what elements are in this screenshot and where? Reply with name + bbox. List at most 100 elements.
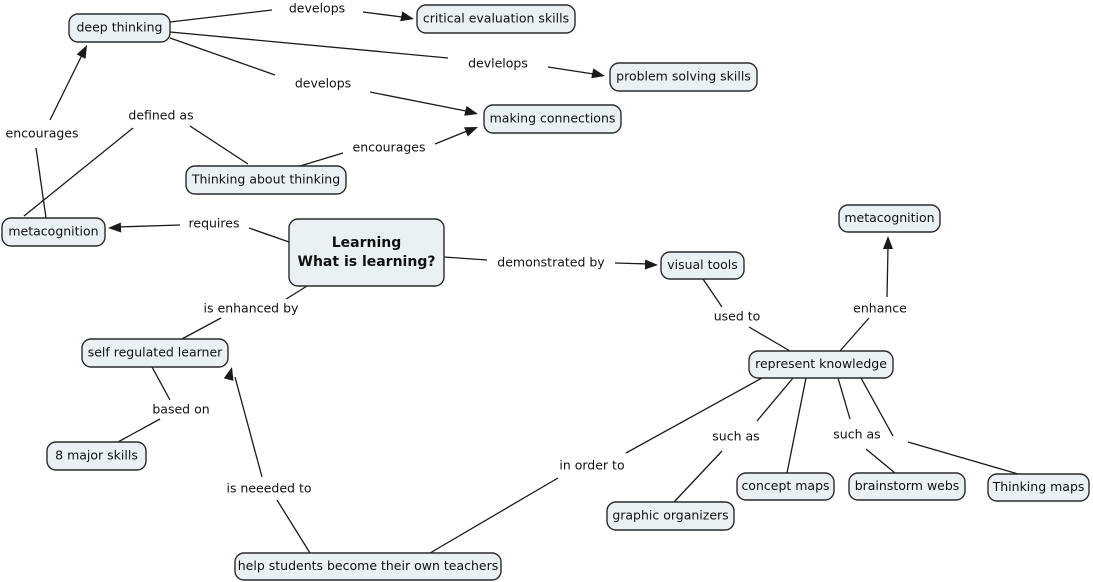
edge-segment [907, 441, 1019, 475]
node-graphic-organizers[interactable]: graphic organizers [606, 501, 735, 531]
edge-label-backdrop [708, 427, 764, 445]
edge-segment [151, 366, 171, 401]
node-box[interactable] [736, 472, 835, 501]
edge-segment [625, 377, 763, 454]
edge-label-backdrop [183, 214, 245, 232]
node-box[interactable] [609, 62, 758, 92]
edge-segment [35, 147, 47, 219]
edge-arrowhead [644, 259, 658, 270]
edge-segment [369, 91, 472, 113]
node-represent-knowledge[interactable]: represent knowledge [748, 350, 894, 379]
node-problem-solving-skills[interactable]: problem solving skills [609, 62, 758, 92]
edge-label: devlelops [468, 56, 528, 71]
node-making-connections[interactable]: making connections [483, 104, 622, 134]
node-visual-tools[interactable]: visual tools [660, 251, 745, 280]
edge-arrowhead [464, 127, 478, 137]
node-box[interactable] [234, 552, 502, 581]
edge-segment [673, 450, 723, 503]
node-box[interactable] [288, 218, 445, 287]
node-box[interactable] [416, 4, 576, 34]
edge-label-backdrop [286, 0, 348, 17]
node-box[interactable] [848, 472, 966, 501]
edge-segment [276, 499, 311, 554]
edge-label-backdrop [497, 253, 605, 271]
node-label: represent knowledge [755, 356, 887, 371]
edge-segment [860, 377, 894, 437]
edge-label: is neeeded to [226, 481, 311, 496]
node-thinking-about-thinking[interactable]: Thinking about thinking [185, 165, 347, 195]
edge-segment [23, 127, 134, 217]
edge-arrowhead [464, 106, 478, 116]
edge-label-backdrop [829, 425, 885, 443]
edge-segment [179, 317, 222, 341]
edge-deep-thinking-to-problem-solving [169, 31, 605, 79]
edge-label: encourages [353, 140, 426, 155]
node-label: making connections [490, 111, 616, 126]
edge-label-backdrop [200, 299, 302, 317]
node-metacognition-right[interactable]: metacognition [838, 204, 941, 233]
edge-label-backdrop [124, 106, 198, 124]
node-label: self regulated learner [88, 345, 223, 360]
edge-segment [748, 326, 791, 352]
edge-segment [248, 227, 290, 243]
node-box[interactable] [838, 204, 941, 233]
edge-labels-layer: developsdevlelopsdevelopsencouragesdefin… [5, 0, 907, 497]
node-label: brainstorm webs [855, 478, 960, 493]
edge-label-backdrop [292, 74, 354, 92]
edge-segment [865, 448, 896, 474]
edge-label: develops [295, 76, 351, 91]
edge-label-backdrop [222, 479, 316, 497]
node-box[interactable] [748, 350, 894, 379]
node-thinking-maps[interactable]: Thinking maps [987, 473, 1090, 502]
edge-arrowhead [223, 367, 234, 381]
edge-label-backdrop [5, 124, 79, 142]
edge-label: is enhanced by [204, 301, 299, 316]
node-box[interactable] [81, 338, 229, 368]
node-box[interactable] [46, 441, 147, 471]
node-box[interactable] [1, 217, 106, 247]
node-brainstorm-webs[interactable]: brainstorm webs [848, 472, 966, 501]
node-label: help students become their own teachers [238, 558, 499, 573]
edge-segment [547, 66, 601, 76]
edge-label-backdrop [150, 400, 212, 418]
node-box[interactable] [185, 165, 347, 195]
edge-label-backdrop [352, 138, 426, 156]
node-label: concept maps [741, 478, 829, 493]
node-label: critical evaluation skills [423, 11, 569, 26]
node-label: graphic organizers [612, 508, 728, 523]
node-box[interactable] [483, 104, 622, 134]
node-label: Thinking maps [992, 479, 1085, 494]
edge-segment [234, 376, 263, 478]
edge-label: in order to [559, 458, 624, 473]
edge-segment [169, 9, 273, 23]
edge-arrowhead [883, 236, 893, 249]
node-label: What is learning? [298, 254, 436, 270]
edge-label-backdrop [551, 456, 633, 474]
node-box[interactable] [987, 473, 1090, 502]
node-metacognition-left[interactable]: metacognition [1, 217, 106, 247]
edge-help-students-to-self-regulated-learner [223, 367, 311, 554]
node-critical-evaluation-skills[interactable]: critical evaluation skills [416, 4, 576, 34]
edge-self-regulated-learner-to-eight-skills [117, 366, 171, 443]
edge-label: demonstrated by [497, 255, 605, 270]
node-help-students[interactable]: help students become their own teachers [234, 552, 502, 581]
node-box[interactable] [68, 13, 171, 43]
node-concept-maps[interactable]: concept maps [736, 472, 835, 501]
edge-label: used to [714, 309, 761, 324]
node-label: metacognition [8, 224, 98, 239]
node-box[interactable] [660, 251, 745, 280]
node-self-regulated-learner[interactable]: self regulated learner [81, 338, 229, 368]
node-eight-major-skills[interactable]: 8 major skills [46, 441, 147, 471]
edge-segment [299, 152, 344, 167]
node-box[interactable] [606, 501, 735, 531]
node-label: Learning [332, 235, 402, 251]
edge-label: such as [833, 427, 880, 442]
edge-arrowhead [400, 11, 414, 22]
edge-segment [117, 418, 161, 443]
edge-segment [702, 278, 723, 308]
edge-segment [839, 317, 870, 352]
node-deep-thinking[interactable]: deep thinking [68, 13, 171, 43]
